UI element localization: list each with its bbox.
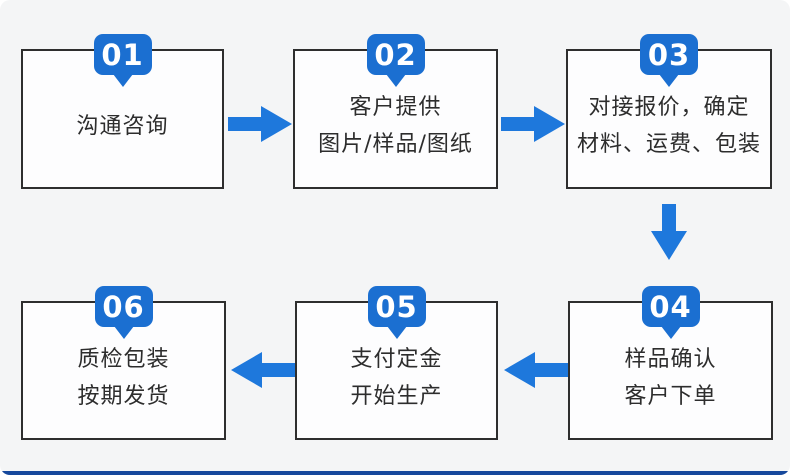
step-number-badge-03: 03 [640,34,698,75]
arrow-right-icon-2 [501,104,565,144]
step-box-03: 03 对接报价，确定 材料、运费、包装 [566,34,772,189]
step-label: 客户提供 图片/样品/图纸 [318,89,473,163]
step-number: 04 [649,289,692,324]
step-number: 03 [647,37,691,72]
step-number-badge-02: 02 [366,34,425,75]
bottom-accent-bar [0,471,790,475]
step-label: 质检包装 按期发货 [77,341,169,415]
step-number-badge-06: 06 [94,286,153,327]
step-label-line: 客户下单 [624,383,717,409]
step-label-line: 样品确认 [624,346,717,372]
step-number: 05 [375,289,418,324]
step-label: 支付定金 开始生产 [350,341,442,415]
arrow-left-icon-2 [231,350,295,390]
step-label-line: 按期发货 [77,383,170,409]
step-label-line: 沟通咨询 [76,113,169,139]
step-label-line: 开始生产 [350,383,443,409]
step-number: 02 [374,37,417,72]
step-label-line: 对接报价，确定 [588,95,750,120]
step-box-04: 04 样品确认 客户下单 [568,286,773,440]
step-box-01: 01 沟通咨询 [21,34,224,189]
step-number: 01 [101,37,144,72]
step-label-line: 支付定金 [350,346,443,372]
step-number-badge-05: 05 [367,286,426,327]
step-label-line: 材料、运费、包装 [576,132,761,157]
step-label-line: 图片/样品/图纸 [318,132,473,157]
step-box-06: 06 质检包装 按期发货 [21,286,226,440]
step-label-line: 质检包装 [77,346,170,372]
step-number-badge-01: 01 [93,34,152,75]
step-box-05: 05 支付定金 开始生产 [295,286,498,440]
step-label: 沟通咨询 [76,108,168,145]
step-number-badge-04: 04 [641,286,700,327]
step-label-line: 客户提供 [349,95,442,120]
arrow-right-icon-1 [228,104,292,144]
step-label: 样品确认 客户下单 [624,341,716,415]
step-box-02: 02 客户提供 图片/样品/图纸 [293,34,498,189]
arrow-left-icon-1 [504,350,568,390]
step-label: 对接报价，确定 材料、运费、包装 [577,89,761,163]
arrow-down-icon [651,204,687,260]
step-number: 06 [102,289,145,324]
